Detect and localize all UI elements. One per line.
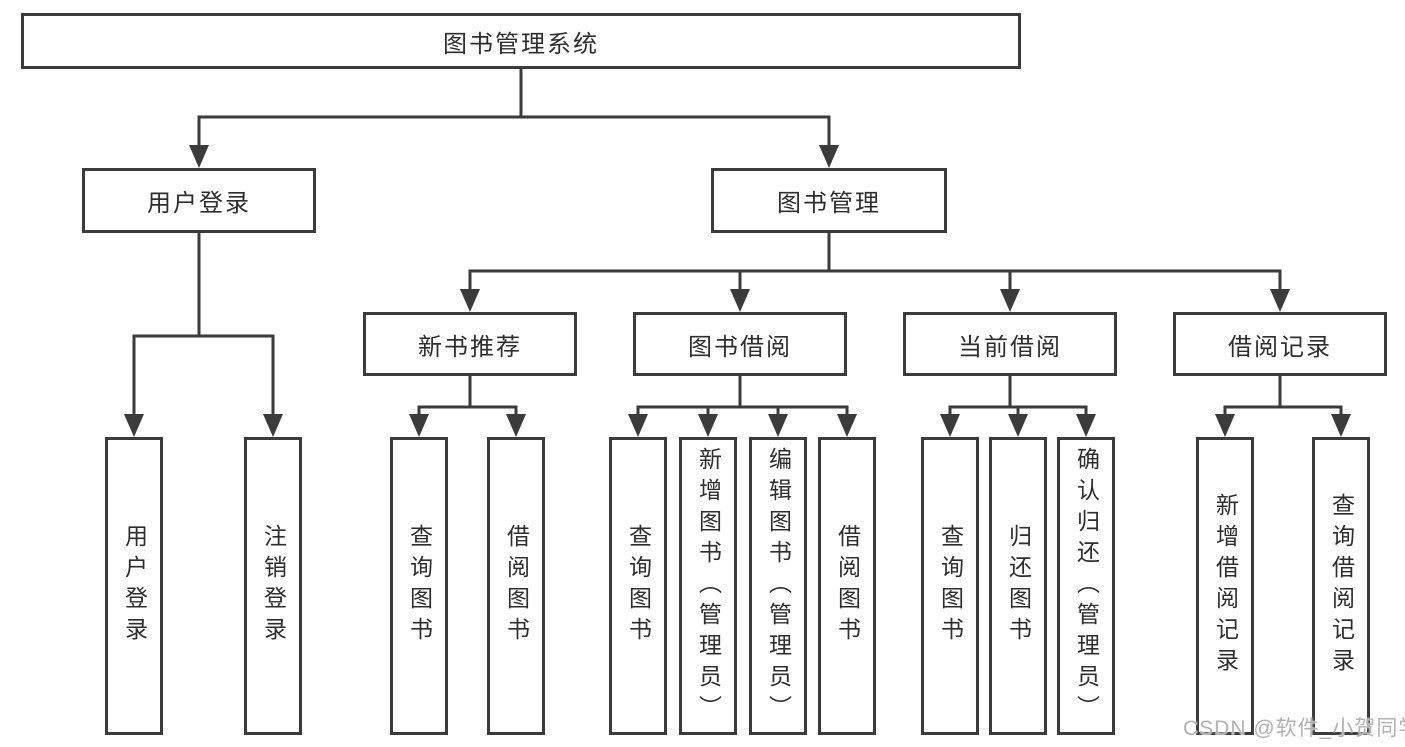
node-label: 用户登录 [147,190,251,217]
node-system-root: 图书管理系统 [21,13,1021,69]
leaf-label: 借阅图书 [834,524,861,648]
arrow-down-icon [124,414,144,437]
node-book-borrow: 图书借阅 [633,312,847,376]
node-label: 图书管理系统 [443,30,599,58]
arrow-down-icon [819,145,839,168]
arrow-down-icon [730,289,750,312]
leaf-label: 注销登录 [260,524,287,648]
leaf-label: 用户登录 [121,524,148,648]
node-user-login: 用户登录 [82,168,316,233]
arrow-down-icon [628,414,648,437]
leaf-borrow-books-recommend: 借阅图书 [487,437,545,735]
leaf-add-borrow-record: 新增借阅记录 [1196,437,1254,735]
leaf-query-books-borrow: 查询图书 [609,437,667,735]
leaf-label: 查询借阅记录 [1328,493,1355,679]
leaf-label: 编辑图书（管理员） [765,446,792,726]
arrow-down-icon [460,289,480,312]
leaf-query-books-current: 查询图书 [921,437,979,735]
leaf-edit-book-admin: 编辑图书（管理员） [749,437,807,735]
node-label: 图书管理 [777,190,881,217]
leaf-borrow-books: 借阅图书 [818,437,876,735]
leaf-label: 查询图书 [406,524,433,648]
leaf-label: 查询图书 [937,524,964,648]
leaf-add-book-admin: 新增图书（管理员） [679,437,737,735]
arrow-down-icon [1076,414,1096,437]
node-label: 借阅记录 [1228,333,1332,361]
arrow-down-icon [940,414,960,437]
leaf-return-book: 归还图书 [989,437,1047,735]
leaf-query-borrow-record: 查询借阅记录 [1312,437,1370,735]
arrow-down-icon [189,145,209,168]
arrow-down-icon [1331,414,1351,437]
arrow-down-icon [1270,289,1290,312]
leaf-query-books-recommend: 查询图书 [390,437,448,735]
arrow-down-icon [506,414,526,437]
arrow-down-icon [768,414,788,437]
leaf-label: 新增借阅记录 [1212,493,1239,679]
leaf-label: 确认归还（管理员） [1073,446,1100,726]
arrow-down-icon [698,414,718,437]
csdn-watermark: CSDN @软件_小贺同学 [1183,717,1405,740]
leaf-user-login: 用户登录 [105,437,163,735]
arrow-down-icon [263,414,283,437]
leaf-logout: 注销登录 [244,437,302,735]
leaf-confirm-return-admin: 确认归还（管理员） [1057,437,1115,735]
node-label: 图书借阅 [688,333,792,361]
node-label: 当前借阅 [958,333,1062,361]
leaf-label: 查询图书 [625,524,652,648]
node-book-management: 图书管理 [711,168,947,233]
arrow-down-icon [837,414,857,437]
leaf-label: 借阅图书 [503,524,530,648]
node-current-borrow: 当前借阅 [903,312,1117,376]
arrow-down-icon [1000,289,1020,312]
leaf-label: 归还图书 [1005,524,1032,648]
arrow-down-icon [1008,414,1028,437]
leaf-label: 新增图书（管理员） [695,446,722,726]
arrow-down-icon [1215,414,1235,437]
node-borrow-records: 借阅记录 [1173,312,1387,376]
arrow-down-icon [409,414,429,437]
node-label: 新书推荐 [418,333,522,361]
node-new-book-recommend: 新书推荐 [363,312,577,376]
